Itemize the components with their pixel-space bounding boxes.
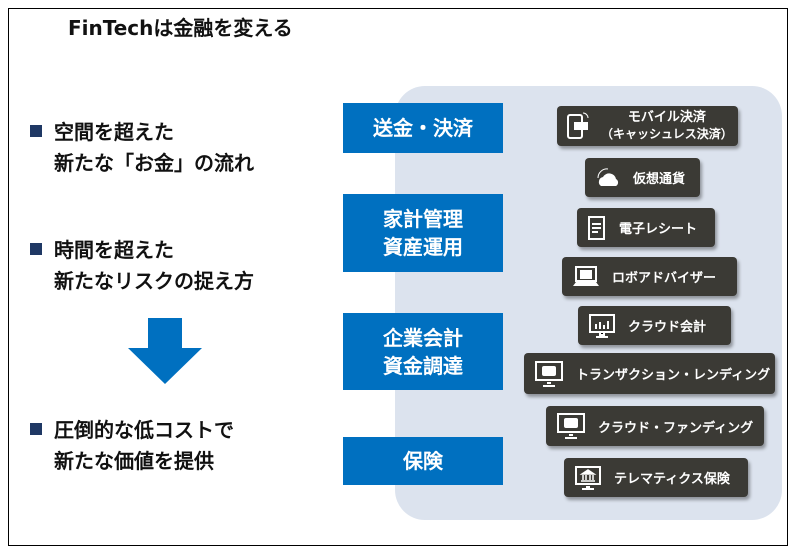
bullet-cost: 圧倒的な低コストで 新たな価値を提供 (30, 415, 234, 477)
monitor-wallet-icon (557, 413, 585, 439)
monitor-chart-icon (589, 313, 615, 338)
mobile-payment-icon (567, 112, 589, 139)
service-cloud-accounting: クラウド会計 (578, 306, 731, 345)
laptop-advisor-icon (573, 265, 599, 286)
service-e-receipt: 電子レシート (577, 208, 715, 247)
bullet-time: 時間を超えた 新たなリスクの捉え方 (30, 235, 254, 297)
slide-frame (8, 8, 788, 546)
bullet-square-icon (30, 125, 42, 137)
bullet-line: 新たなリスクの捉え方 (54, 269, 254, 293)
service-crypto: 仮想通貨 (585, 158, 700, 197)
receipt-icon (588, 215, 605, 240)
bullet-square-icon (30, 423, 42, 435)
service-transaction-lending: トランザクション・レンディング (524, 353, 775, 394)
bullet-line: 新たな「お金」の流れ (54, 151, 254, 175)
monitor-wallet-icon (535, 360, 563, 387)
bullet-line: 新たな価値を提供 (54, 449, 214, 473)
category-insurance: 保険 (343, 437, 503, 485)
category-payment: 送金・決済 (343, 103, 503, 153)
service-telematics-insurance: テレマティクス保険 (564, 458, 748, 497)
cloud-currency-icon (597, 167, 619, 186)
bullet-square-icon (30, 243, 42, 255)
monitor-bank-icon (575, 465, 601, 490)
category-asset: 家計管理資産運用 (343, 194, 503, 272)
down-arrow-icon (128, 318, 202, 384)
slide-title: FinTechは金融を変える (68, 16, 293, 40)
bullet-line: 圧倒的な低コストで (54, 418, 234, 442)
bullet-space: 空間を超えた 新たな「お金」の流れ (30, 117, 254, 179)
service-crowdfunding: クラウド・ファンディング (546, 406, 764, 446)
bullet-line: 空間を超えた (54, 120, 174, 144)
service-mobile-payment: モバイル決済（キャッシュレス決済） (557, 106, 738, 146)
bullet-line: 時間を超えた (54, 238, 174, 262)
service-robo-advisor: ロボアドバイザー (562, 257, 737, 296)
category-corporate: 企業会計資金調達 (343, 313, 503, 390)
